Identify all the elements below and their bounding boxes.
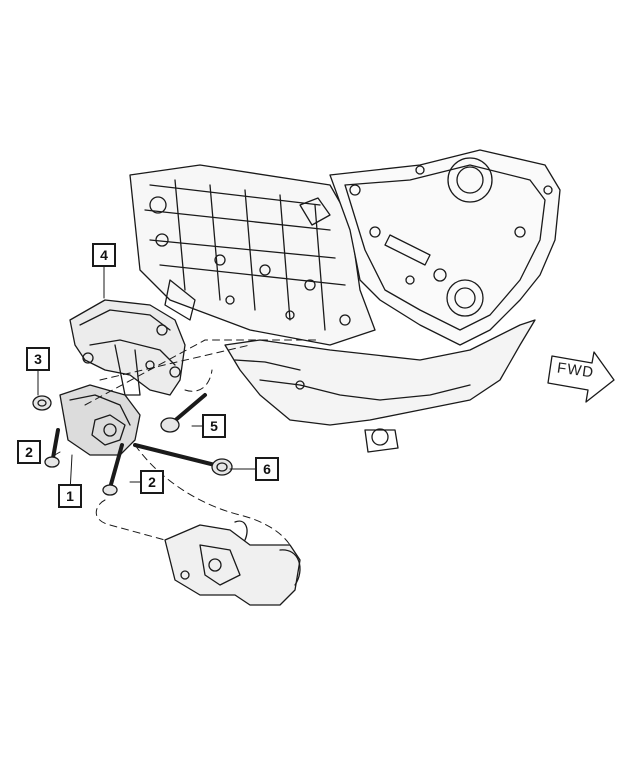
callout-5: 5 <box>202 414 226 438</box>
bolt-part-2-right <box>102 443 124 496</box>
callout-2-right: 2 <box>140 470 164 494</box>
nut-part-3 <box>32 395 52 411</box>
oil-pan <box>224 319 536 453</box>
engine-block <box>129 164 376 346</box>
callout-6: 6 <box>255 457 279 481</box>
timing-cover <box>329 149 561 346</box>
bolt-part-5 <box>160 393 207 433</box>
bolt-part-2-left <box>44 428 60 468</box>
motor-mount-insulator <box>59 384 141 456</box>
lower-bracket-detail <box>164 520 301 606</box>
callout-3: 3 <box>26 347 50 371</box>
callout-2-left: 2 <box>17 440 41 464</box>
forward-arrow <box>547 351 615 403</box>
callout-4: 4 <box>92 243 116 267</box>
mount-bracket <box>69 299 186 396</box>
callout-1: 1 <box>58 484 82 508</box>
leader-lines <box>84 339 321 546</box>
through-bolt-part-6 <box>133 443 233 476</box>
